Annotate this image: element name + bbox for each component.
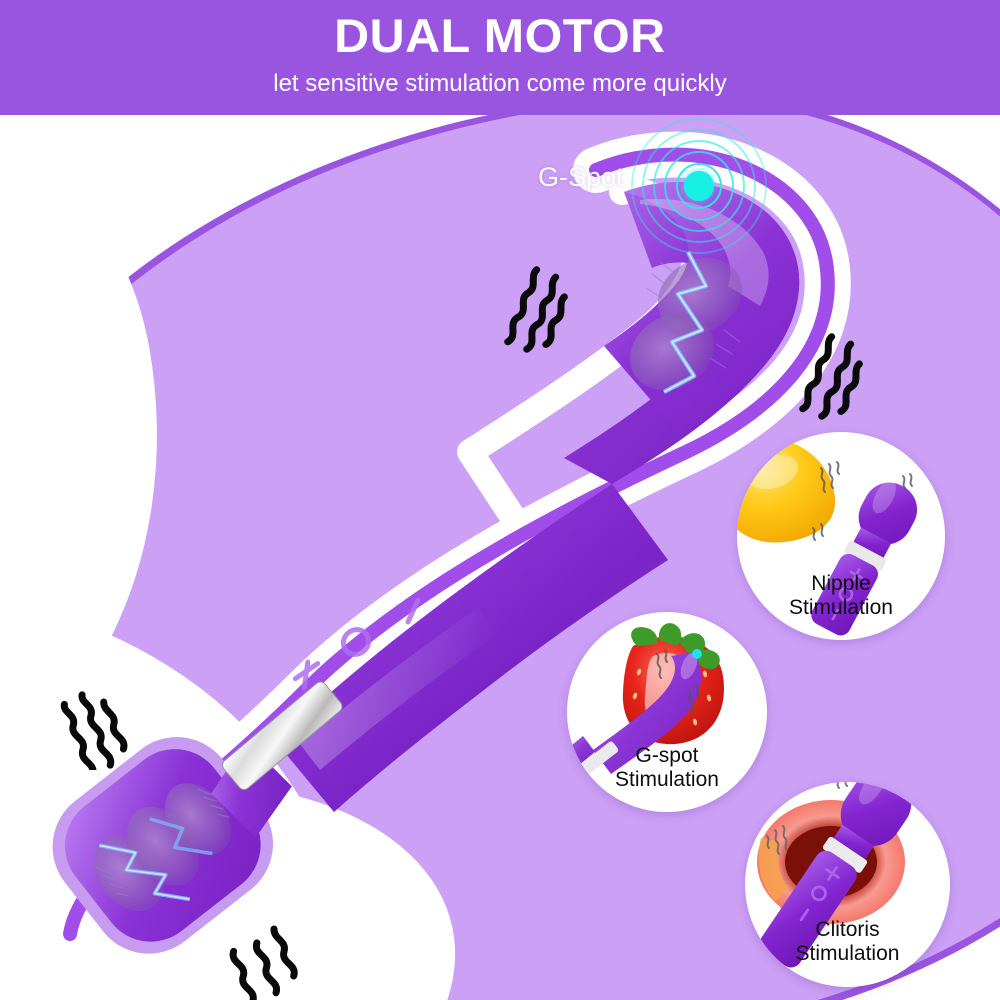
vibration-icon-top: [504, 266, 568, 353]
vibration-icon-right: [799, 333, 863, 420]
badge-nipple-line1: Nipple: [811, 572, 871, 595]
intensity-up-button[interactable]: [292, 659, 321, 691]
gspot-dot-icon: [684, 171, 714, 201]
badge-clitoris-stimulation[interactable]: Clitoris Stimulation: [745, 782, 950, 987]
badge-chrome-ring: [844, 540, 887, 571]
badge-wand-head: [858, 482, 918, 545]
header-banner: DUAL MOTOR let sensitive stimulation com…: [0, 0, 1000, 115]
ripple-ring-5: [631, 118, 767, 254]
badge-chrome-ring: [822, 836, 868, 873]
page-title: DUAL MOTOR: [334, 9, 666, 62]
badge-clitoris-line1: Clitoris: [815, 918, 880, 941]
handle-gloss: [300, 608, 498, 770]
badge-nipple-art: [737, 436, 918, 636]
badge-chrome-ring: [576, 741, 619, 778]
vibration-icon-left: [60, 691, 128, 770]
badge-gspot-stimulation[interactable]: G-spot Stimulation: [567, 612, 767, 812]
badge-gspot-line1: G-spot: [635, 744, 699, 767]
gspot-motor: [629, 250, 743, 394]
badge-clitoris-caption: Clitoris Stimulation: [745, 918, 950, 966]
gspot-label: G-Spot: [538, 162, 624, 192]
badge-wand-handle: [811, 553, 878, 636]
badge-nipple-line2: Stimulation: [789, 596, 893, 620]
badge-gspot-art: [567, 623, 724, 778]
chrome-ring: [222, 681, 343, 790]
badge-nipple-caption: Nipple Stimulation: [737, 572, 945, 620]
control-symbols: [292, 597, 421, 691]
badge-gspot-caption: G-spot Stimulation: [567, 744, 767, 792]
badge-nipple-stimulation[interactable]: Nipple Stimulation: [737, 432, 945, 640]
mode-button[interactable]: [405, 597, 421, 625]
power-button[interactable]: [338, 625, 373, 660]
wand-head-bottom: [52, 737, 292, 954]
page-subtitle: let sensitive stimulation come more quic…: [273, 70, 727, 97]
strawberry-leaves: [631, 623, 720, 670]
badge-gspot-line2: Stimulation: [615, 768, 719, 792]
vibration-icon-bottom: [229, 925, 298, 1000]
wand-motor: [93, 783, 232, 912]
badge-clitoris-line2: Stimulation: [795, 942, 900, 966]
badge-gspot-wand: [593, 652, 702, 774]
